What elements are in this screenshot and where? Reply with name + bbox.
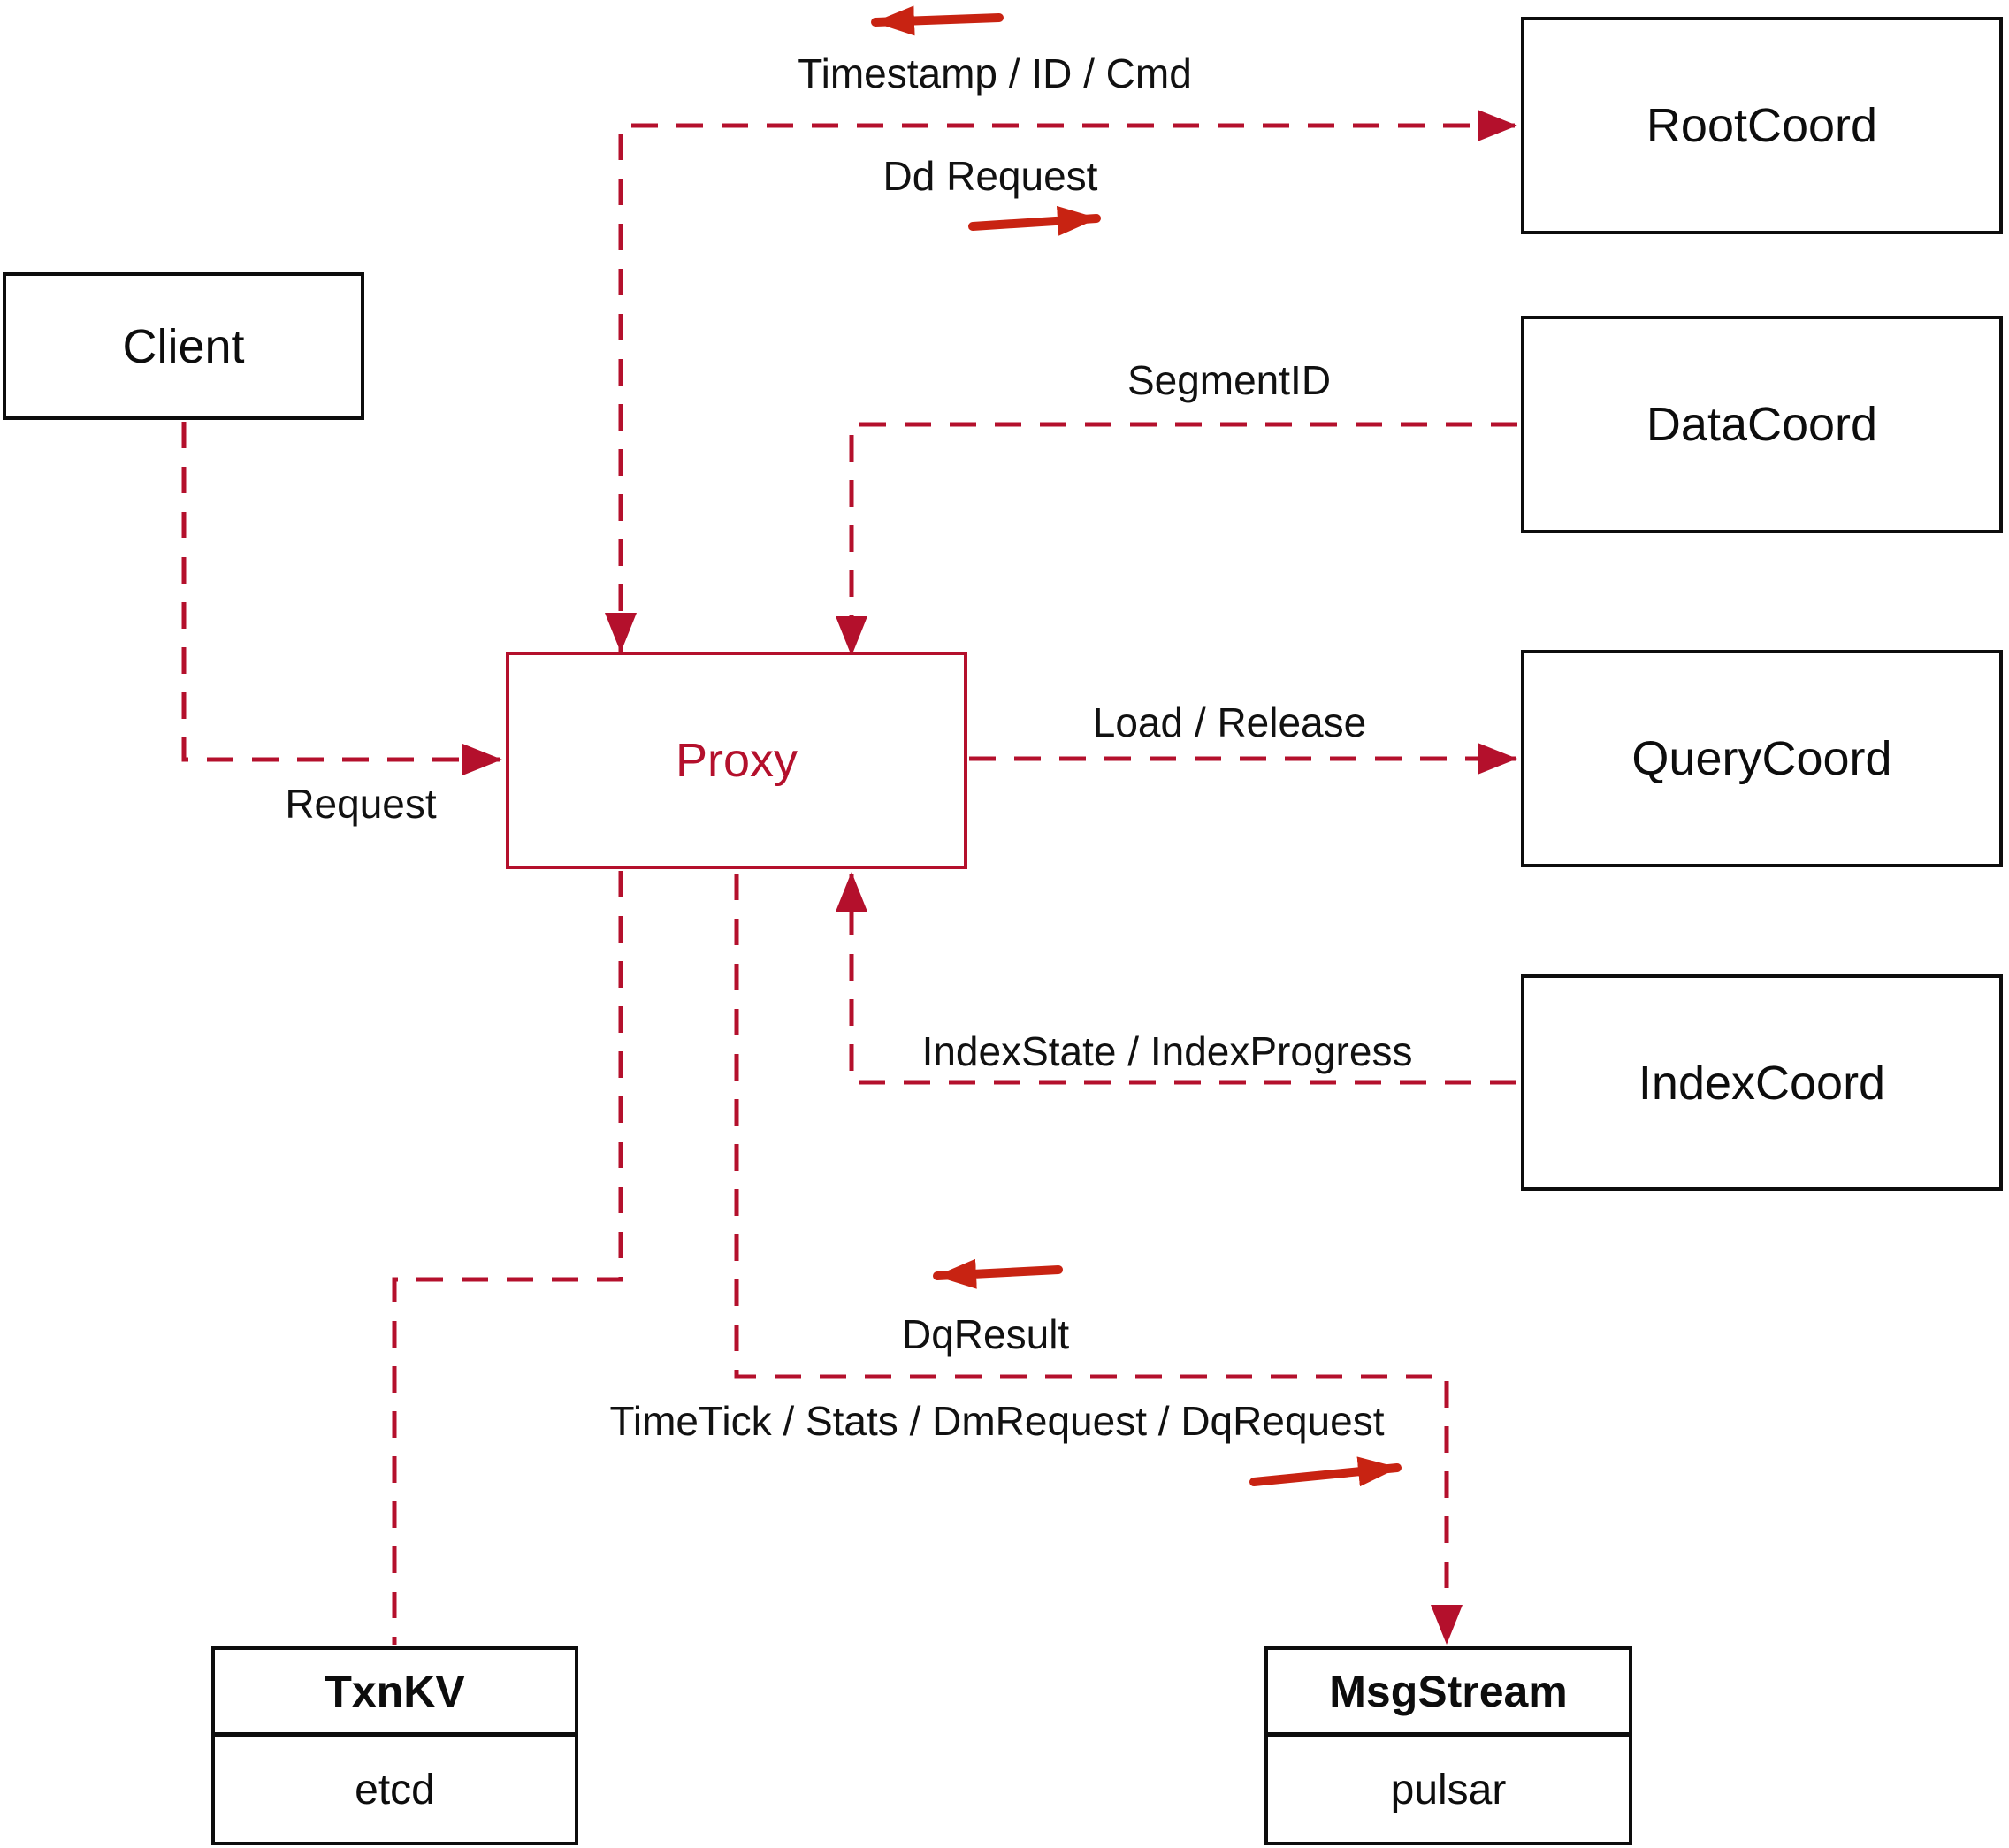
edge-proxy-rootcoord	[605, 110, 1517, 695]
edge-label-load-release: Load / Release	[1092, 699, 1367, 745]
node-proxy: Proxy	[506, 652, 967, 869]
node-querycoord-label: QueryCoord	[1631, 732, 1892, 785]
node-datacoord-label: DataCoord	[1646, 398, 1878, 451]
edge-label-segment-id: SegmentID	[1127, 357, 1332, 403]
node-msgstream-title: MsgStream	[1268, 1650, 1629, 1737]
edge-label-dq-result: DqResult	[902, 1311, 1070, 1357]
edge-proxy-msgstream	[734, 874, 1463, 1645]
node-rootcoord: RootCoord	[1521, 17, 2003, 234]
timestamp-left-arrow-icon	[871, 5, 1004, 36]
edge-client-proxy	[181, 422, 502, 776]
time-tick-right-arrow-icon	[1249, 1456, 1402, 1487]
node-txnkv: TxnKV etcd	[211, 1646, 578, 1845]
node-indexcoord: IndexCoord	[1521, 974, 2003, 1191]
node-client-label: Client	[122, 319, 245, 373]
edge-label-request: Request	[285, 781, 437, 827]
edge-datacoord-proxy	[835, 422, 1517, 656]
node-querycoord: QueryCoord	[1521, 650, 2003, 867]
node-indexcoord-label: IndexCoord	[1638, 1056, 1886, 1110]
node-rootcoord-label: RootCoord	[1646, 99, 1878, 152]
node-proxy-label: Proxy	[675, 734, 798, 787]
node-msgstream-subtitle: pulsar	[1390, 1766, 1507, 1814]
node-datacoord: DataCoord	[1521, 316, 2003, 533]
node-txnkv-title: TxnKV	[215, 1650, 575, 1737]
node-txnkv-subtitle: etcd	[355, 1766, 435, 1814]
edge-label-index-state: IndexState / IndexProgress	[921, 1028, 1413, 1074]
dd-request-right-arrow-icon	[968, 205, 1101, 236]
node-msgstream: MsgStream pulsar	[1264, 1646, 1632, 1845]
edge-label-timestamp-id-cmd: Timestamp / ID / Cmd	[798, 50, 1192, 96]
edge-proxy-txnkv	[392, 871, 623, 1645]
edge-label-time-tick: TimeTick / Stats / DmRequest / DqRequest	[609, 1398, 1385, 1444]
node-client: Client	[3, 272, 364, 420]
edge-label-dd-request: Dd Request	[882, 153, 1098, 199]
dq-result-left-arrow-icon	[933, 1258, 1063, 1289]
